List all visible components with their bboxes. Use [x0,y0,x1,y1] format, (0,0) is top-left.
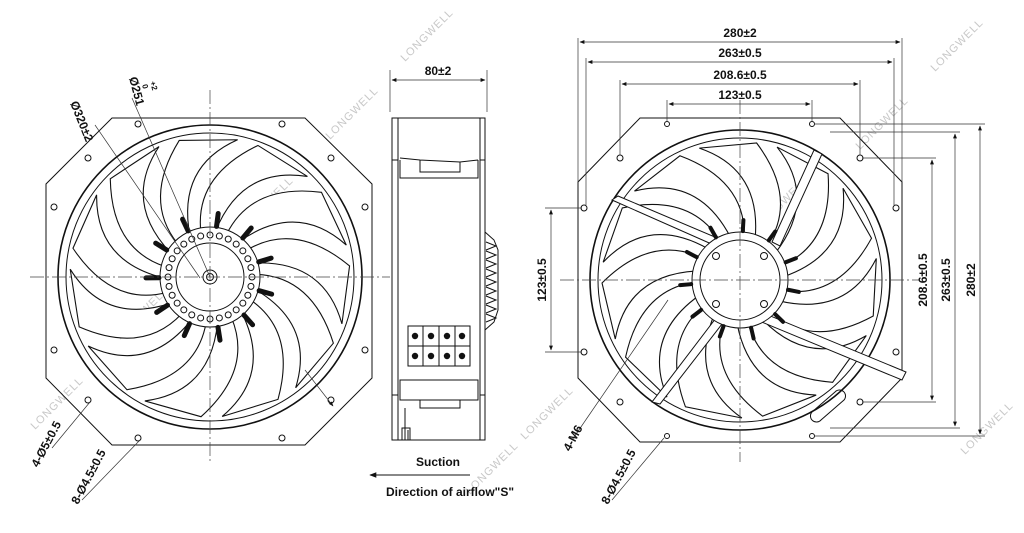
hub-fin [218,327,220,340]
mount-hole [135,121,141,127]
height-123-label: 123±0.5 [535,258,549,302]
side-fin [486,305,496,313]
hub-fin [751,328,753,339]
height-208-label: 208.6±0.5 [916,253,930,307]
watermark: LONGWELL [324,85,381,142]
watermark: LONGWELL [959,400,1016,457]
side-fin [486,260,496,268]
hub-fin [217,214,219,227]
mount-hole [51,347,57,353]
side-bracket [402,428,410,440]
side-view: 80±2 Suction Direction of airflow"S" [370,64,514,499]
side-fin [486,269,496,277]
terminal-screw [428,353,434,359]
terminal-screw [459,353,465,359]
hub-fin [743,220,744,231]
width-123-label: 123±0.5 [718,88,762,102]
side-fin [486,296,496,304]
mount-hole [279,435,285,441]
airflow-label: Direction of airflow"S" [386,485,514,499]
side-fin [486,251,496,259]
rear-view: 280±2 263±0.5 208.6±0.5 123±0.5 123±0.5 [535,26,985,506]
side-fin [486,278,496,286]
hub-fin [788,290,799,292]
width-263-label: 263±0.5 [718,46,762,60]
terminal-screw [428,333,434,339]
dia-hub-label: Ø251 [126,75,147,107]
terminal-block [408,326,470,366]
front-leader-bottom-right [305,370,333,406]
width-208-label: 208.6±0.5 [713,68,767,82]
side-fin [486,287,496,295]
height-overall-label: 280±2 [964,263,978,297]
rear-holes-mount-label: 8-Ø4.5±0.5 [598,447,639,507]
front-view: Ø320±2 Ø251 +2 0 4-Ø5±0.5 8-Ø4.5±0.5 [28,75,390,506]
mount-hole [279,121,285,127]
terminal-screw [412,353,418,359]
side-top-housing [400,158,478,178]
mount-hole [328,397,334,403]
side-bottom-housing [400,380,478,440]
height-263-label: 263±0.5 [939,258,953,302]
watermark: LONGWELL [929,17,986,74]
mount-hole [362,347,368,353]
side-hub-bulge [485,232,498,330]
side-fin [486,242,496,250]
side-hub-fins [486,242,496,322]
terminal-screw [444,353,450,359]
mount-hole [328,155,334,161]
thread-label: 4-M6 [560,422,585,453]
watermark: LONGWELL [399,7,456,64]
suction-label: Suction [416,455,460,469]
mount-hole [362,204,368,210]
holes-mount-label: 8-Ø4.5±0.5 [68,447,109,507]
depth-label: 80±2 [425,64,452,78]
hub-fin [259,291,272,294]
mount-hole [51,204,57,210]
side-frame [392,118,485,440]
terminal-screw [412,333,418,339]
rear-left-dims: 123±0.5 [535,208,582,352]
hub-fin [680,284,691,285]
terminal-screw [444,333,450,339]
dia-hub-tol-lower: 0 [140,83,150,90]
watermark: LONGWELL [854,95,911,152]
terminal-screw [459,333,465,339]
width-overall-label: 280±2 [723,26,757,40]
dia-outer-label: Ø320±2 [67,99,96,144]
mount-hole [85,155,91,161]
